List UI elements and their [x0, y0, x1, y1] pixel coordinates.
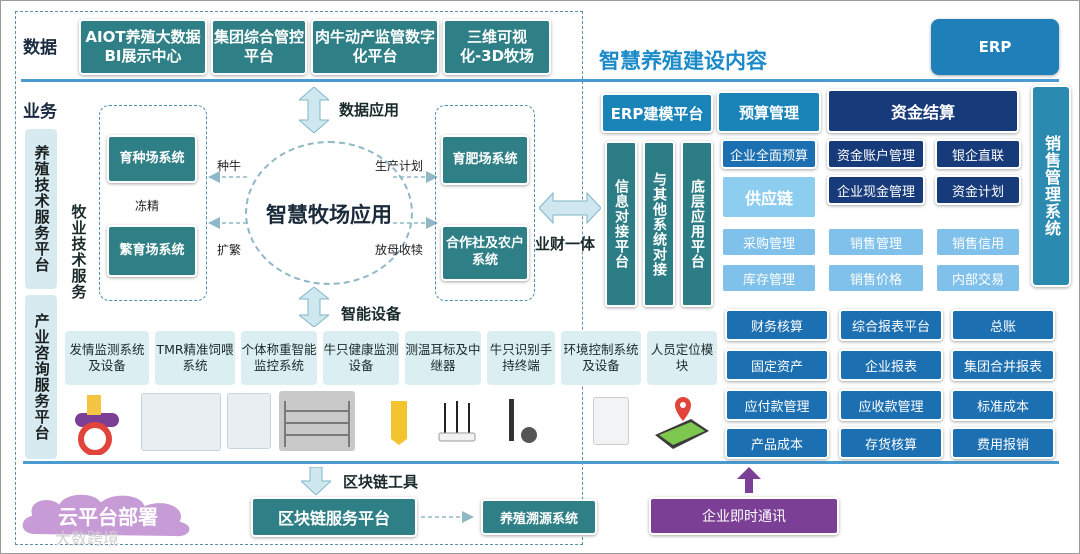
device-estrus-monitor: 发情监测系统及设备 [65, 331, 149, 385]
handheld-scanner-icon [499, 397, 545, 449]
inventory-mgmt: 库存管理 [721, 263, 817, 293]
fin-general-ledger: 总账 [951, 309, 1055, 341]
base-app-platform: 底层应用平台 [681, 141, 713, 307]
internal-trade: 内部交易 [935, 263, 1021, 293]
sales-credit: 销售信用 [935, 227, 1021, 257]
cloud-deploy-label: 云平台部署 [58, 505, 158, 529]
device-tmr-feeding: TMR精准饲喂系统 [155, 331, 235, 385]
smart-ranch-circle [245, 141, 413, 285]
fin-expense-reimbursement: 费用报销 [951, 427, 1055, 459]
purchase-mgmt: 采购管理 [721, 227, 817, 257]
section-data-label: 数据 [23, 38, 57, 58]
im-up-arrow-icon [737, 467, 761, 493]
budget-management: 预算管理 [717, 91, 821, 133]
device-temp-eartag: 测温耳标及中继器 [405, 331, 481, 385]
enterprise-budget: 企业全面预算 [721, 139, 817, 169]
enterprise-im: 企业即时通讯 [649, 497, 839, 535]
production-plan-label: 生产计划 [375, 159, 424, 173]
coop-farmer-system: 合作社及农户系统 [441, 225, 529, 281]
ear-tag-icon [67, 391, 125, 456]
breeding-group [99, 105, 207, 301]
top-box-bi-center: AIOT养殖大数据BI展示中心 [79, 19, 207, 75]
fin-enterprise-report: 企业报表 [839, 349, 943, 381]
smart-ranch-title: 智慧牧场应用 [266, 202, 392, 227]
fund-plan: 资金计划 [935, 175, 1021, 205]
reproduction-farm-system: 繁育场系统 [107, 225, 197, 277]
platform-frame [15, 11, 583, 545]
fin-fixed-assets: 固定资产 [725, 349, 829, 381]
cattle-pen-icon [279, 391, 355, 451]
breeding-trace-system: 养殖溯源系统 [481, 499, 597, 535]
device-cattle-id-terminal: 牛只识别手持终端 [487, 331, 555, 385]
smart-device-label: 智能设备 [341, 305, 402, 323]
ranch-tech-service-label: 牧业技术服务 [69, 204, 88, 300]
frozen-semen-label: 冻精 [135, 199, 160, 213]
device-weighing: 个体称重智能监控系统 [241, 331, 317, 385]
top-box-group-control: 集团综合管控平台 [211, 19, 307, 75]
fin-consolidated-report: 集团合并报表 [951, 349, 1055, 381]
center-connector-arrows-icon [208, 171, 438, 229]
sensor-box-icon [593, 397, 629, 445]
top-box-3d-ranch: 三维可视化-3D牧场 [443, 19, 551, 75]
smart-device-arrow-icon [299, 287, 329, 327]
weighing-scale-icon [227, 393, 271, 449]
fin-standard-cost: 标准成本 [951, 389, 1055, 421]
erp-modeling-platform: ERP建模平台 [601, 93, 713, 133]
bank-direct-link: 银企直联 [935, 139, 1021, 169]
expand-label: 扩繁 [217, 243, 242, 257]
fin-inventory-accounting: 存货核算 [839, 427, 943, 459]
wifi-router-icon [437, 399, 477, 445]
sales-price: 销售价格 [827, 263, 925, 293]
top-rule [21, 79, 1059, 82]
fattening-group [435, 105, 535, 301]
other-system-docking: 与其他系统对接 [643, 141, 675, 307]
fund-account-mgmt: 资金账户管理 [827, 139, 925, 169]
sales-mgmt-system: 销售管理系统 [1031, 85, 1071, 287]
breeding-farm-system: 育种场系统 [107, 135, 197, 183]
blockchain-service-platform: 区块链服务平台 [251, 497, 417, 537]
erp-badge: ERP [931, 19, 1059, 75]
device-health-monitor: 牛只健康监测设备 [323, 331, 399, 385]
device-staff-location: 人员定位模块 [647, 331, 717, 385]
blockchain-tool-label: 区块链工具 [343, 473, 419, 491]
data-app-arrow-icon [299, 87, 329, 133]
seed-cattle-label: 种牛 [217, 159, 242, 173]
fin-product-cost: 产品成本 [725, 427, 829, 459]
breeding-tech-service-column: 养殖技术服务平台 [25, 129, 57, 289]
device-env-control: 环境控制系统及设备 [561, 331, 641, 385]
industry-consult-column: 产业咨询服务平台 [25, 295, 57, 459]
section-business-label: 业务 [23, 102, 57, 122]
cloud-deploy: 云平台部署 [15, 489, 201, 541]
watermark: 大数跨境 [55, 529, 120, 548]
supply-chain: 供应链 [721, 175, 817, 219]
erp-content-title: 智慧养殖建设内容 [599, 49, 767, 73]
biz-fin-arrow-icon [538, 191, 602, 225]
fin-receivables: 应收款管理 [839, 389, 943, 421]
data-app-label: 数据应用 [339, 101, 400, 119]
info-docking-platform: 信息对接平台 [605, 141, 637, 307]
tmr-feeding-icon [141, 393, 221, 451]
fund-settlement: 资金结算 [827, 89, 1019, 133]
top-box-cattle-supervision: 肉牛动产监管数字化平台 [311, 19, 439, 75]
fin-accounting: 财务核算 [725, 309, 829, 341]
chain-trace-arrow-icon [421, 511, 474, 523]
cow-calf-label: 放母收犊 [375, 243, 424, 257]
cash-management: 企业现金管理 [827, 175, 925, 205]
location-map-icon [651, 391, 711, 451]
sales-mgmt: 销售管理 [827, 227, 925, 257]
fin-report-platform: 综合报表平台 [839, 309, 943, 341]
blockchain-arrow-icon [301, 467, 331, 495]
fin-payables: 应付款管理 [725, 389, 829, 421]
biz-fin-label: 业财一体 [535, 235, 596, 253]
fattening-farm-system: 育肥场系统 [441, 135, 529, 185]
yellow-ear-tag-icon [385, 399, 413, 447]
bottom-rule [23, 461, 1059, 464]
